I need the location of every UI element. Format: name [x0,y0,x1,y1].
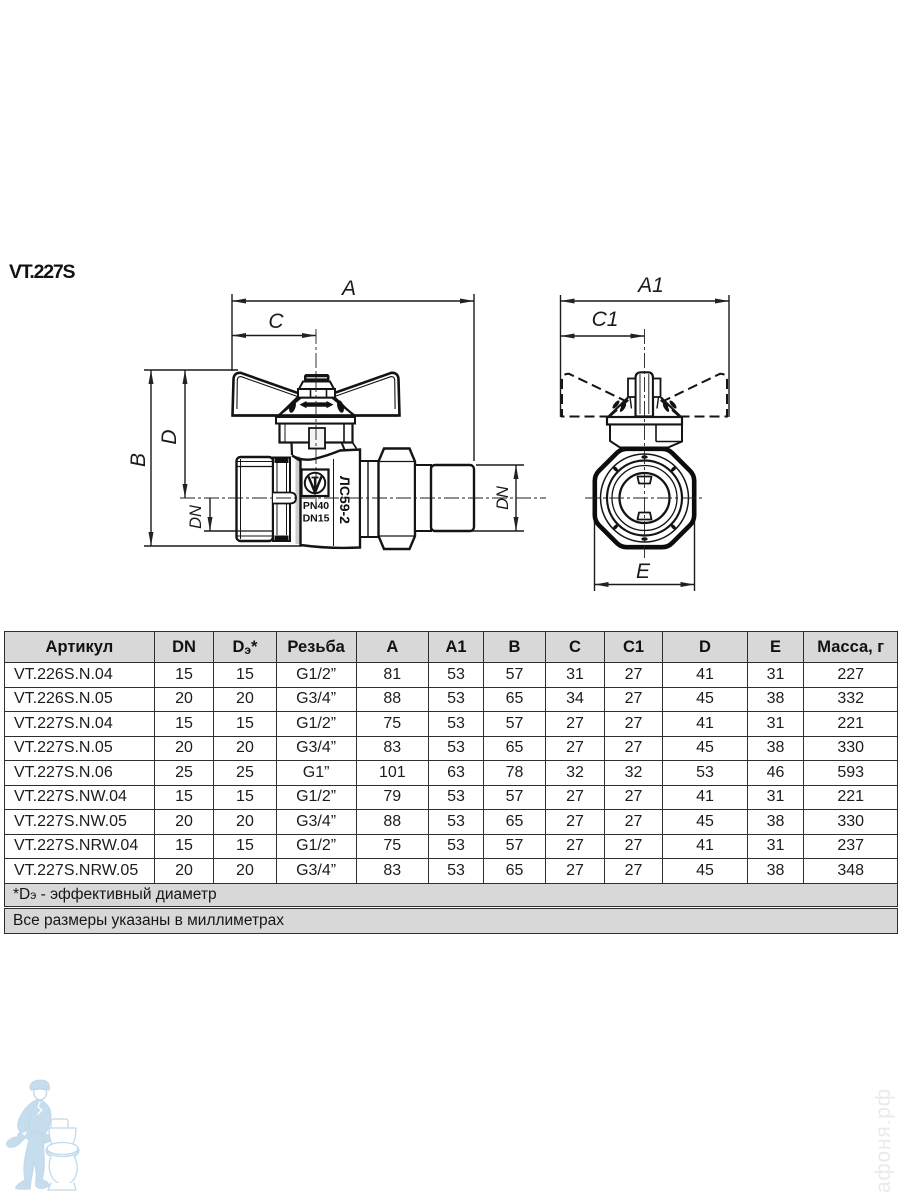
svg-text:PN40: PN40 [303,500,329,512]
svg-text:DN: DN [187,505,205,529]
svg-text:ЛС59-2: ЛС59-2 [337,476,353,524]
svg-text:A: A [340,277,356,300]
svg-text:A1: A1 [636,274,664,297]
svg-text:B: B [127,453,150,467]
svg-text:C1: C1 [592,308,619,331]
svg-text:D: D [158,429,181,444]
svg-text:E: E [636,560,651,583]
svg-text:C: C [268,310,284,333]
svg-text:DN15: DN15 [303,513,330,525]
